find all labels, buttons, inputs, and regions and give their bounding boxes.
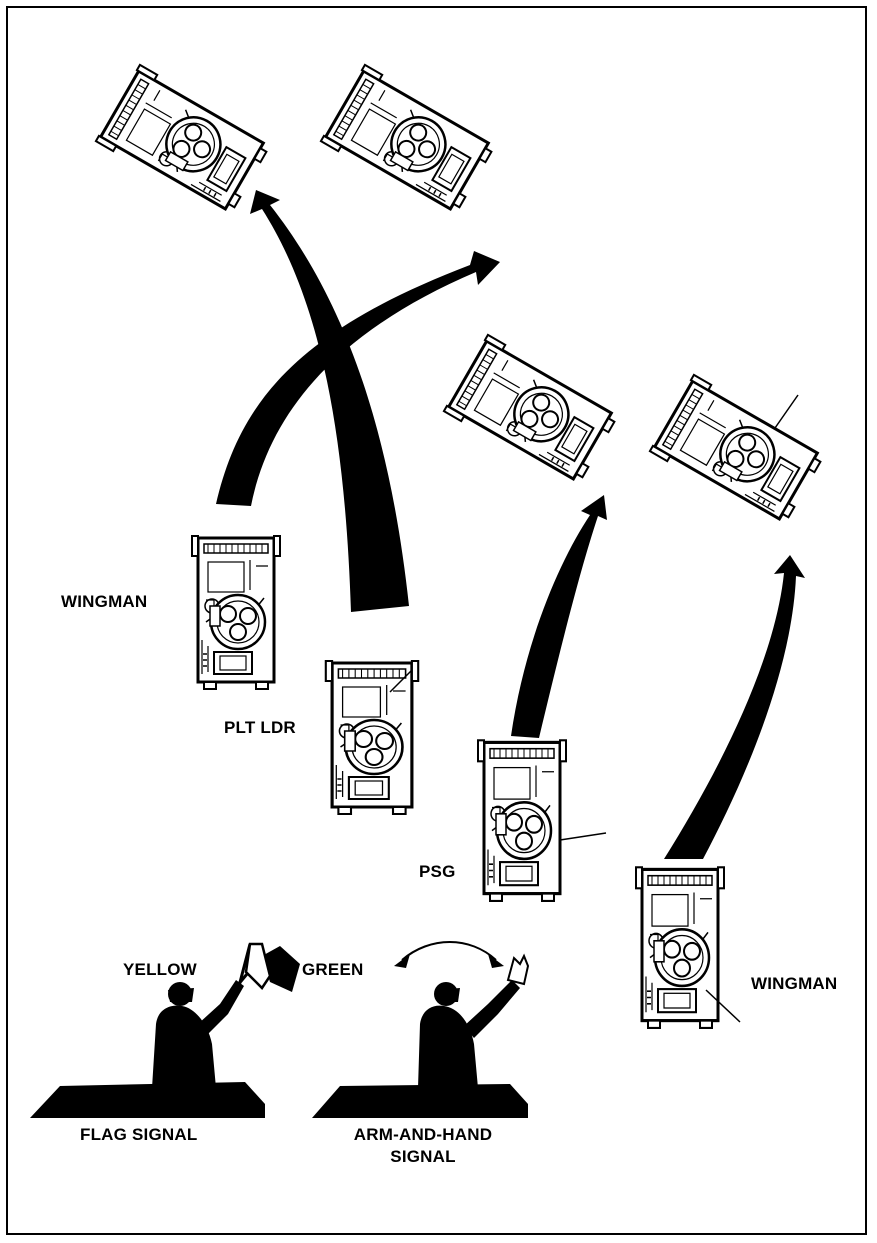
vehicle-wingman-right	[634, 865, 726, 1030]
label-arm-hand-line2: SIGNAL	[390, 1147, 456, 1166]
path-psg	[511, 495, 607, 738]
wave-arrow-icon	[401, 941, 497, 961]
vehicle-mid-right	[648, 373, 828, 530]
path-wingman-right	[664, 555, 805, 859]
path-plt-ldr	[250, 190, 409, 612]
vehicle-top-left	[94, 63, 274, 220]
vehicle-plt-ldr	[324, 659, 420, 816]
label-wingman-right: WINGMAN	[751, 974, 838, 993]
flag-signaler	[30, 942, 300, 1118]
arm-hand-signaler	[312, 941, 530, 1118]
label-green: GREEN	[302, 960, 364, 979]
path-wingman-left	[216, 251, 500, 506]
label-psg: PSG	[419, 862, 456, 881]
vehicle-psg	[476, 738, 568, 903]
label-wingman-left: WINGMAN	[61, 592, 148, 611]
movement-paths	[216, 190, 805, 859]
raised-hand-icon	[506, 953, 530, 986]
vehicle-wingman-left	[190, 534, 282, 691]
label-flag-signal: FLAG SIGNAL	[80, 1125, 198, 1144]
vehicles	[94, 63, 828, 1030]
vehicle-mid-center	[442, 333, 622, 490]
label-arm-hand-line1: ARM-AND-HAND	[353, 1125, 493, 1144]
label-yellow: YELLOW	[123, 960, 197, 979]
vehicle-top-center	[319, 63, 499, 220]
label-plt-ldr: PLT LDR	[224, 718, 296, 737]
green-flag-icon	[262, 946, 300, 992]
yellow-flag-icon	[244, 942, 272, 990]
label-arm-hand-signal: ARM-AND-HAND SIGNAL	[328, 1125, 518, 1167]
